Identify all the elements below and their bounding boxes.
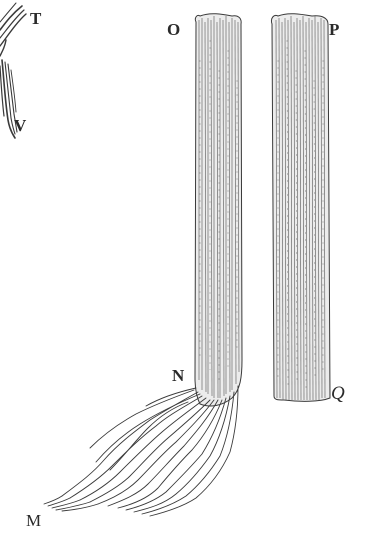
- label-o: O: [167, 21, 180, 38]
- label-v: V: [14, 117, 26, 134]
- label-q: Q: [331, 384, 345, 403]
- label-p: P: [329, 21, 339, 38]
- label-n: N: [172, 367, 184, 384]
- label-m: M: [26, 512, 41, 529]
- left-fiber-column: [195, 14, 242, 406]
- right-fiber-column: [271, 14, 330, 402]
- label-t: T: [30, 10, 41, 27]
